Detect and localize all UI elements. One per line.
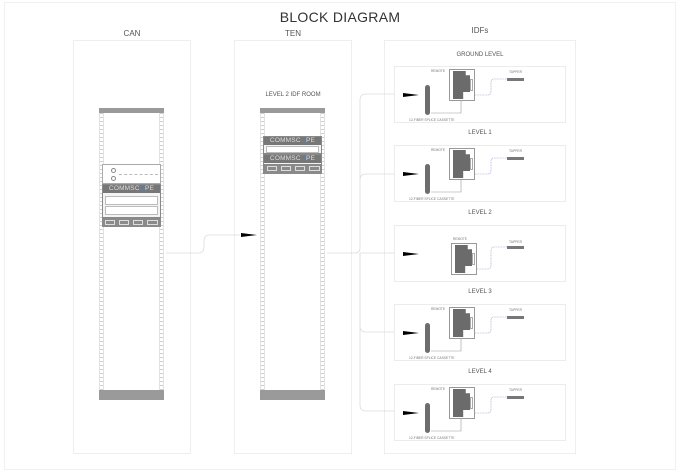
splice-cassette (425, 323, 430, 353)
commscope-brand-bar: COMMSCOPE (264, 137, 321, 145)
ten-commscope-unit-1: COMMSCOPE (263, 136, 322, 154)
splice-cassette (425, 403, 430, 433)
tapper-unit (507, 157, 524, 160)
remote-label: REMOTE (431, 148, 446, 152)
splice-cassette (425, 85, 430, 115)
idf-level-label: LEVEL 2 (468, 210, 492, 216)
rack-rail-left (99, 113, 104, 390)
can-rack: COMMSCOPE (99, 108, 164, 400)
ten-commscope-unit-2: COMMSCOPE (263, 154, 322, 174)
idf-level-label: LEVEL 1 (468, 130, 492, 136)
remote-unit (451, 243, 477, 275)
tapper-label: TAPPER (509, 149, 522, 153)
idf-level-label: GROUND LEVEL (456, 52, 504, 58)
rack-bottom-cap (99, 390, 164, 400)
ten-rack: COMMSCOPE COMMSCOPE (260, 108, 325, 400)
connector-icon (111, 176, 116, 181)
rack-top-cap (99, 108, 164, 113)
tapper-unit (507, 78, 524, 81)
remote-label: REMOTE (431, 69, 446, 73)
ten-column-label: TEN (285, 29, 301, 38)
idf-level-box: 12-FIBER SPLICE CASSETTE REMOTE TAPPER (394, 66, 566, 123)
remote-unit (449, 307, 475, 339)
remote-label: REMOTE (431, 387, 446, 391)
tapper-unit (507, 396, 524, 399)
rack-bottom-cap (260, 390, 325, 400)
arrow-icon (403, 411, 419, 415)
tapper-unit (507, 316, 524, 319)
module-row (105, 206, 158, 215)
cassette-label: 12-FIBER SPLICE CASSETTE (409, 118, 455, 122)
tapper-label: TAPPER (509, 70, 522, 74)
rack-rail-left (260, 113, 265, 390)
divider-line (119, 174, 158, 175)
idf-level-label: LEVEL 4 (468, 369, 492, 375)
module-row (105, 196, 158, 205)
cassette-label: 12-FIBER SPLICE CASSETTE (409, 436, 455, 440)
idf-level-box: 12-FIBER SPLICE CASSETTE REMOTE TAPPER (394, 145, 566, 202)
cassette-label: 12-FIBER SPLICE CASSETTE (409, 197, 455, 201)
can-commscope-unit: COMMSCOPE (102, 184, 161, 218)
commscope-brand-bar: COMMSCOPE (264, 155, 321, 163)
arrow-icon (241, 233, 257, 237)
commscope-brand-bar: COMMSCOPE (103, 185, 160, 193)
arrow-icon (403, 331, 419, 335)
rack-rail-right (159, 113, 164, 390)
tapper-label: TAPPER (509, 388, 522, 392)
remote-unit (449, 387, 475, 419)
ten-port-row (264, 164, 321, 174)
remote-label: REMOTE (453, 237, 468, 241)
idf-level-label: LEVEL 3 (468, 289, 492, 295)
can-column-label: CAN (123, 29, 141, 38)
connector-icon (111, 168, 116, 173)
remote-unit (449, 148, 475, 180)
remote-unit (449, 69, 475, 101)
idf-level-box: REMOTE TAPPER (394, 225, 566, 282)
rack-top-cap (260, 108, 325, 113)
tapper-label: TAPPER (509, 308, 522, 312)
tapper-unit (507, 246, 524, 249)
rack-rail-right (320, 113, 325, 390)
idfs-column-label: IDFs (471, 26, 489, 35)
diagram-title: BLOCK DIAGRAM (279, 9, 401, 25)
ten-room-label: LEVEL 2 IDF ROOM (265, 92, 321, 98)
arrow-icon (403, 93, 419, 97)
cassette-label: 12-FIBER SPLICE CASSETTE (409, 356, 455, 360)
idf-level-box: 12-FIBER SPLICE CASSETTE REMOTE TAPPER (394, 304, 566, 361)
can-equipment-panel (102, 164, 161, 184)
remote-label: REMOTE (431, 307, 446, 311)
module-row (266, 146, 319, 153)
splice-cassette (425, 164, 430, 194)
can-port-row (102, 218, 161, 227)
arrow-icon (403, 172, 419, 176)
arrow-icon (403, 252, 419, 256)
idf-level-box: 12-FIBER SPLICE CASSETTE REMOTE TAPPER (394, 384, 566, 441)
tapper-label: TAPPER (509, 240, 522, 244)
